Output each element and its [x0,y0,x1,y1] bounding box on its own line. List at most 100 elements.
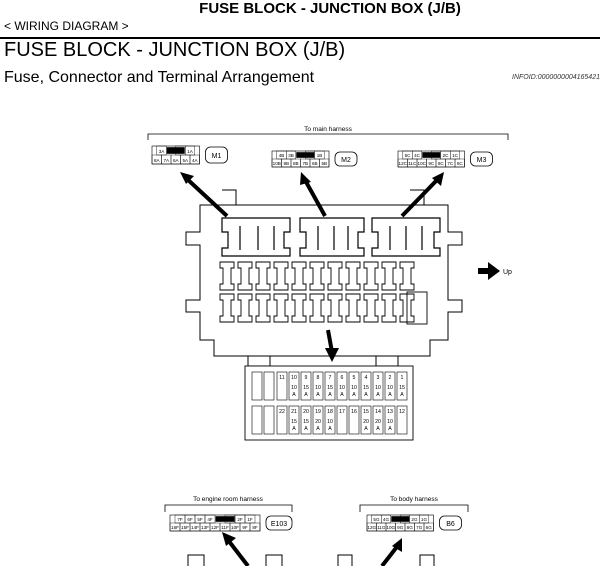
connector-id: E103 [271,521,287,528]
fuse-cell [324,405,336,435]
fuse-cell [288,371,300,401]
fuse-unit: A [364,392,368,398]
terminal-label: 5B [321,161,327,166]
junction-box-body [185,189,463,367]
up-direction-arrow [478,262,500,280]
fuse-cell [360,371,372,401]
connector-id: M3 [477,157,487,164]
fuse-number: 20 [303,409,309,415]
fuse-slot [363,261,379,291]
up-direction-label: Up [503,269,512,276]
fuse-slot [273,293,289,323]
body-harness-label: To body harness [390,496,438,503]
fuse-slot [255,261,271,291]
fuse-slot [363,293,379,323]
engine-room-harness-bracket [164,504,293,512]
fuse-slot [345,261,361,291]
fuse-slot [273,261,289,291]
terminal-label: 7F [177,517,183,522]
fuse-amperage: 15 [303,385,309,391]
terminal-label: 9B [283,161,289,166]
fuse-cell [396,405,408,435]
terminal-label: 4G [383,517,390,522]
terminal-label: 6G [426,525,433,530]
terminal-label: 12C [399,161,408,166]
fuse-amperage: 15 [363,385,369,391]
fuse-number: 6 [341,375,344,381]
fuse-unit: A [328,392,332,398]
fuse-cell [312,405,324,435]
fuse-unit: A [292,426,296,432]
socket-m1 [221,217,291,257]
fuse-amperage: 10 [387,419,393,425]
terminal-label: 3F [227,517,233,522]
body-harness-bracket [359,504,469,512]
terminal-label: 3A [159,149,166,154]
fuse-number: 22 [279,409,285,415]
fuse-amperage: 20 [315,419,321,425]
terminal-label: 3C [433,153,440,158]
socket-m3 [371,217,441,257]
terminal-label: 10G [386,525,395,530]
terminal-label: 5C [405,153,412,158]
fuse-cell [336,371,348,401]
fuse-amperage: 20 [375,419,381,425]
fuse-cell [300,405,312,435]
fuse-unit: A [328,426,332,432]
fuse-slot [309,261,325,291]
fuse-unit: A [388,392,392,398]
arrow-b6-head [392,538,402,552]
terminal-label: 2G [411,517,418,522]
header-divider [0,37,600,39]
relay-slot [406,291,428,325]
terminal-label: 13F [201,525,209,530]
terminal-label: 5F [197,517,203,522]
fuse-number: 1 [401,375,404,381]
terminal-label: 9C [428,161,435,166]
fuse-cell [372,371,384,401]
page-title: FUSE BLOCK - JUNCTION BOX (J/B) [4,39,346,61]
fuse-slot [327,261,343,291]
fuse-amperage: 10 [387,385,393,391]
terminal-label: 6B [312,161,318,166]
arrow-e103-head [222,532,236,546]
fuse-slot [291,261,307,291]
fuse-slot [237,293,253,323]
terminal-label: 7B [302,161,308,166]
connector-id-badge [205,146,228,164]
fuse-slot [237,261,253,291]
connector-id-badge [334,151,358,167]
fuse-number: 10 [291,375,297,381]
spare-slot [251,371,263,401]
terminal-label: 1C [452,153,459,158]
fuse-amperage: 10 [339,385,345,391]
main-harness-bracket [147,133,509,140]
terminal-label: 5A [182,158,189,163]
terminal-label: 10C [418,161,427,166]
fuse-number: 19 [315,409,321,415]
fuse-cell [384,371,396,401]
terminal-label: 8F [252,525,258,530]
fuse-number: 12 [399,409,405,415]
fuse-number: 9 [305,375,308,381]
fuse-slot [399,261,415,291]
fuse-number: 11 [279,375,284,381]
fuse-cell [348,405,360,435]
fuse-cell [372,405,384,435]
fuse-amperage: 10 [351,385,357,391]
fuse-number: 8 [317,375,320,381]
fuse-slot [291,293,307,323]
terminal-label: 3B [288,153,294,158]
fuse-cell [324,371,336,401]
terminal-cell [249,522,261,532]
fuse-cell [336,405,348,435]
socket-m2 [299,217,365,257]
fuse-cell [396,371,408,401]
fuse-cell [300,371,312,401]
terminal-label: 14F [191,525,199,530]
fuse-amperage: 10 [327,419,333,425]
terminal-label: 6C [457,161,464,166]
